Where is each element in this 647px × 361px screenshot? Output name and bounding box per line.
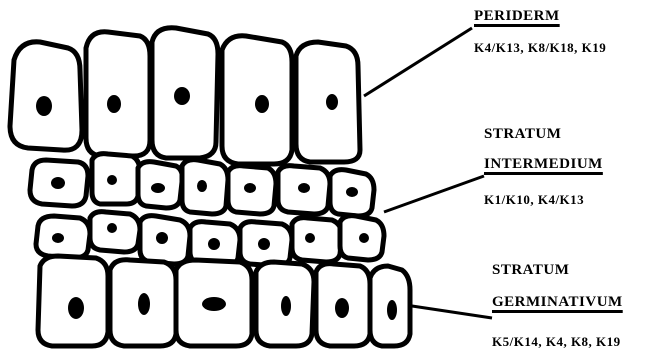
germinativum-keratins: K5/K14, K4, K8, K19 (492, 334, 621, 350)
intermedium-title-line1: STRATUM (484, 126, 561, 143)
germinativum-leader-line (412, 306, 492, 318)
intermedium-title-line2: INTERMEDIUM (484, 156, 603, 173)
germinativum-title-line2: GERMINATIVUM (492, 294, 623, 311)
germinativum-title-line1: STRATUM (492, 262, 569, 279)
intermedium-leader-line (384, 176, 484, 212)
periderm-leader-line (364, 28, 472, 96)
periderm-title: PERIDERM (474, 8, 560, 25)
periderm-keratins: K4/K13, K8/K18, K19 (474, 40, 606, 56)
intermedium-keratins: K1/K10, K4/K13 (484, 192, 584, 208)
